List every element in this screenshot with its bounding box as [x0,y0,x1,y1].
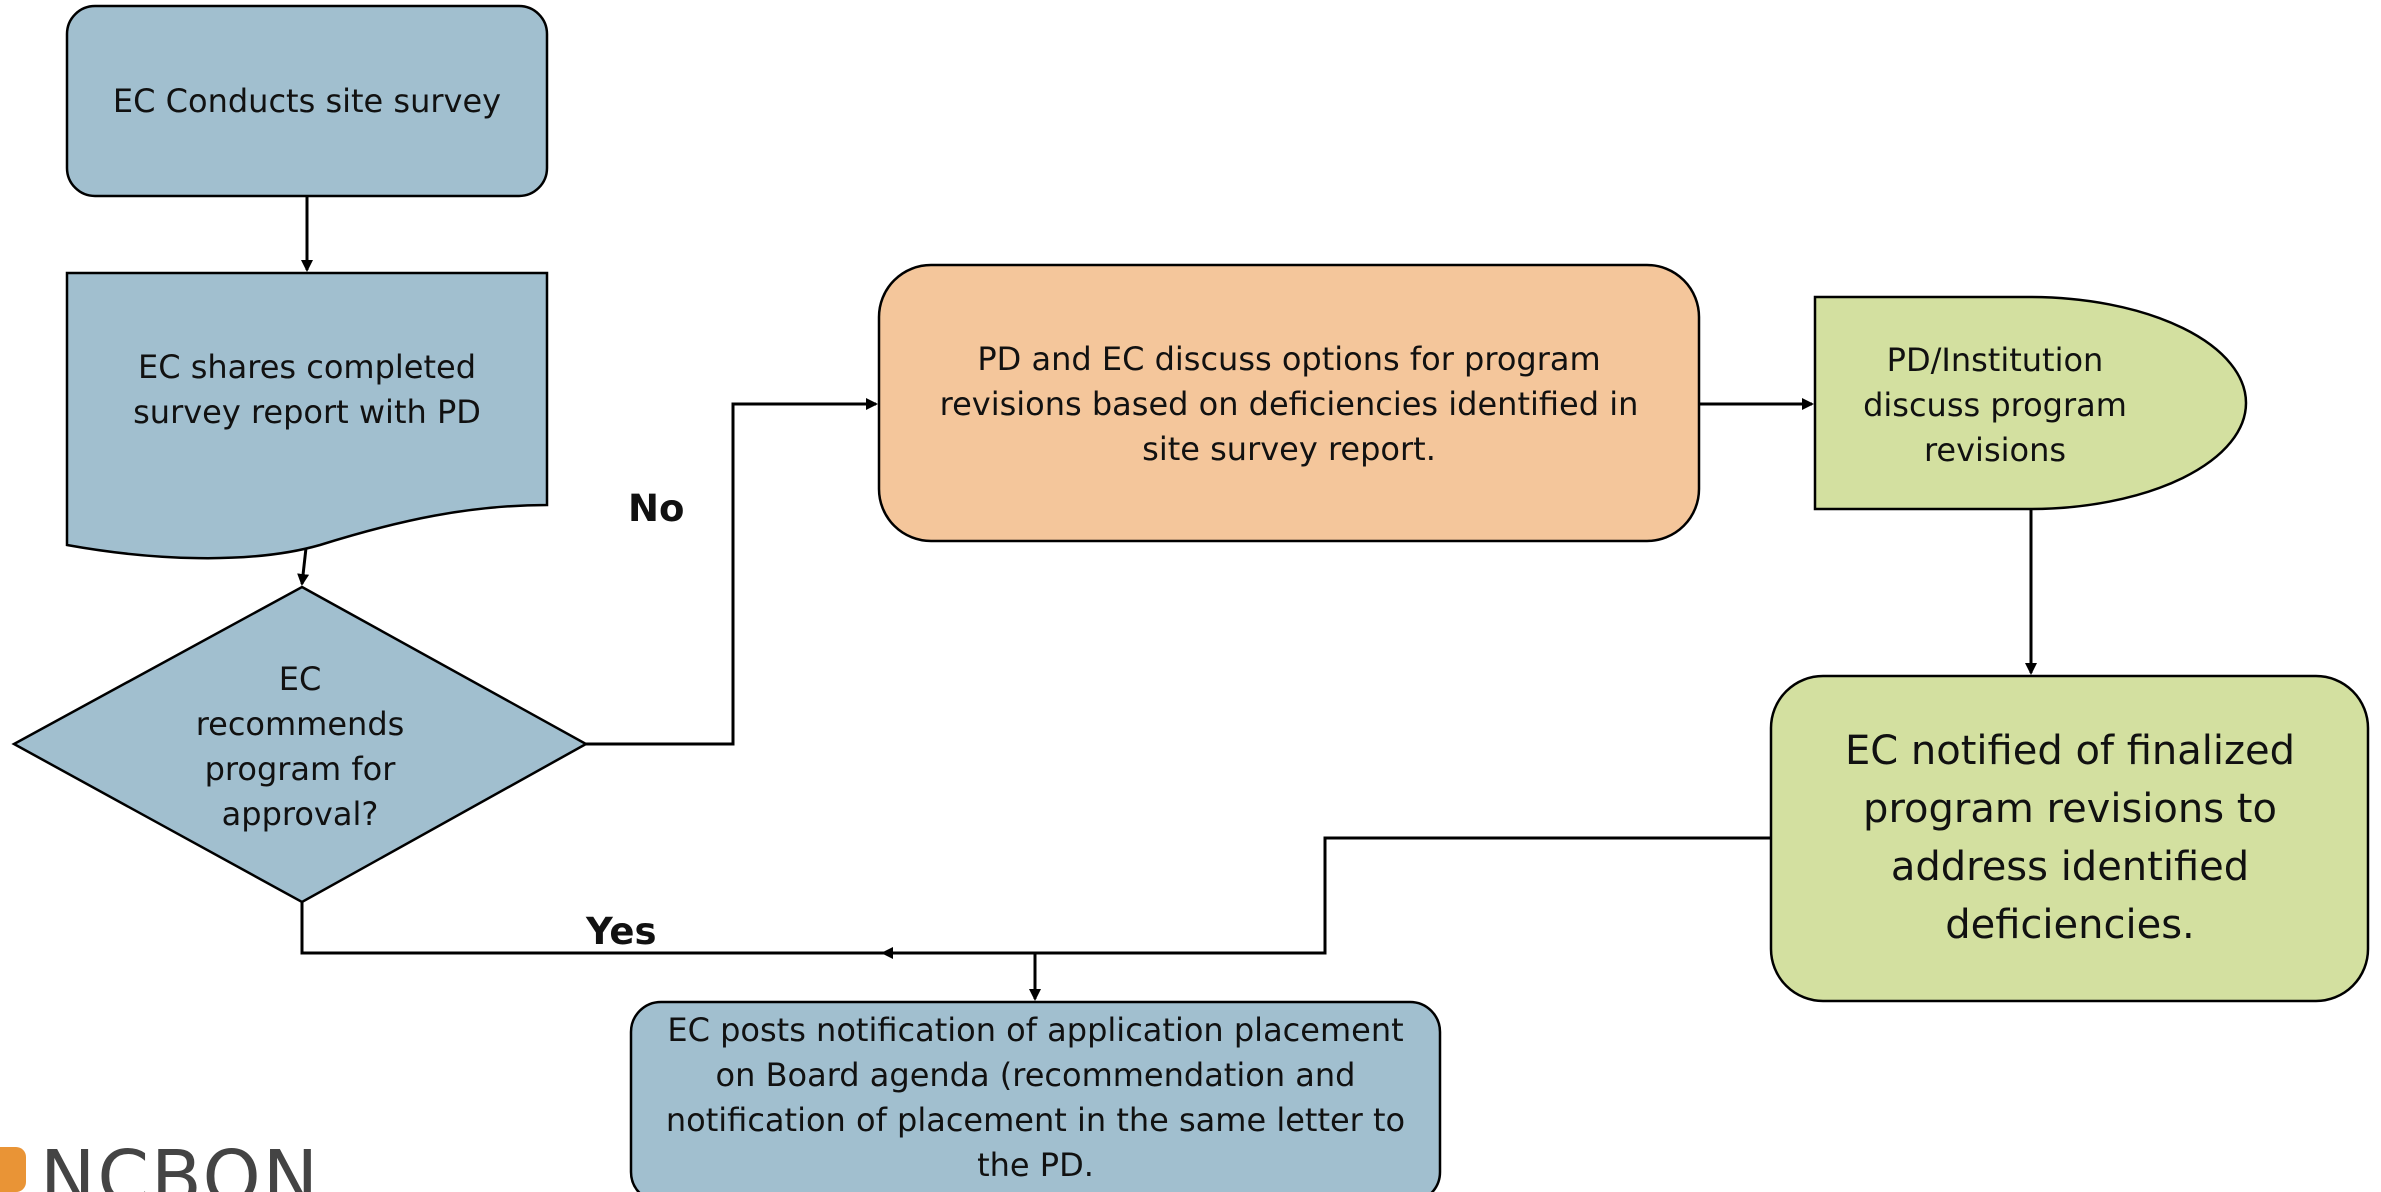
posts-notification-shape [629,1000,1442,1192]
connector-no-branch [586,398,878,746]
connector-notified-to-merge [881,836,1771,959]
institution-discuss-text: PD/Institution discuss program revisions [1863,340,2127,469]
connector-yes-branch [300,902,1035,955]
discuss-options-text: PD and EC discuss options for program re… [939,340,1639,468]
institution-discuss-shape [1813,295,2248,511]
logo-text: NCBON [40,1135,321,1192]
shares-report-text: EC shares completed survey report with P… [133,348,481,431]
logo-mark-icon [0,1147,26,1192]
connector-report-to-decision [297,547,310,586]
notified-revisions-text: EC notified of finalized program revisio… [1845,728,2295,948]
shares-report-document-shape [65,271,549,560]
yes-branch-label: Yes [586,910,657,953]
site-survey-text: EC Conducts site survey [112,81,502,120]
decision-text: EC recommends program for approval? [195,660,405,833]
posts-notification-text: EC posts notification of application pla… [665,1011,1406,1184]
no-branch-label: No [628,487,685,530]
